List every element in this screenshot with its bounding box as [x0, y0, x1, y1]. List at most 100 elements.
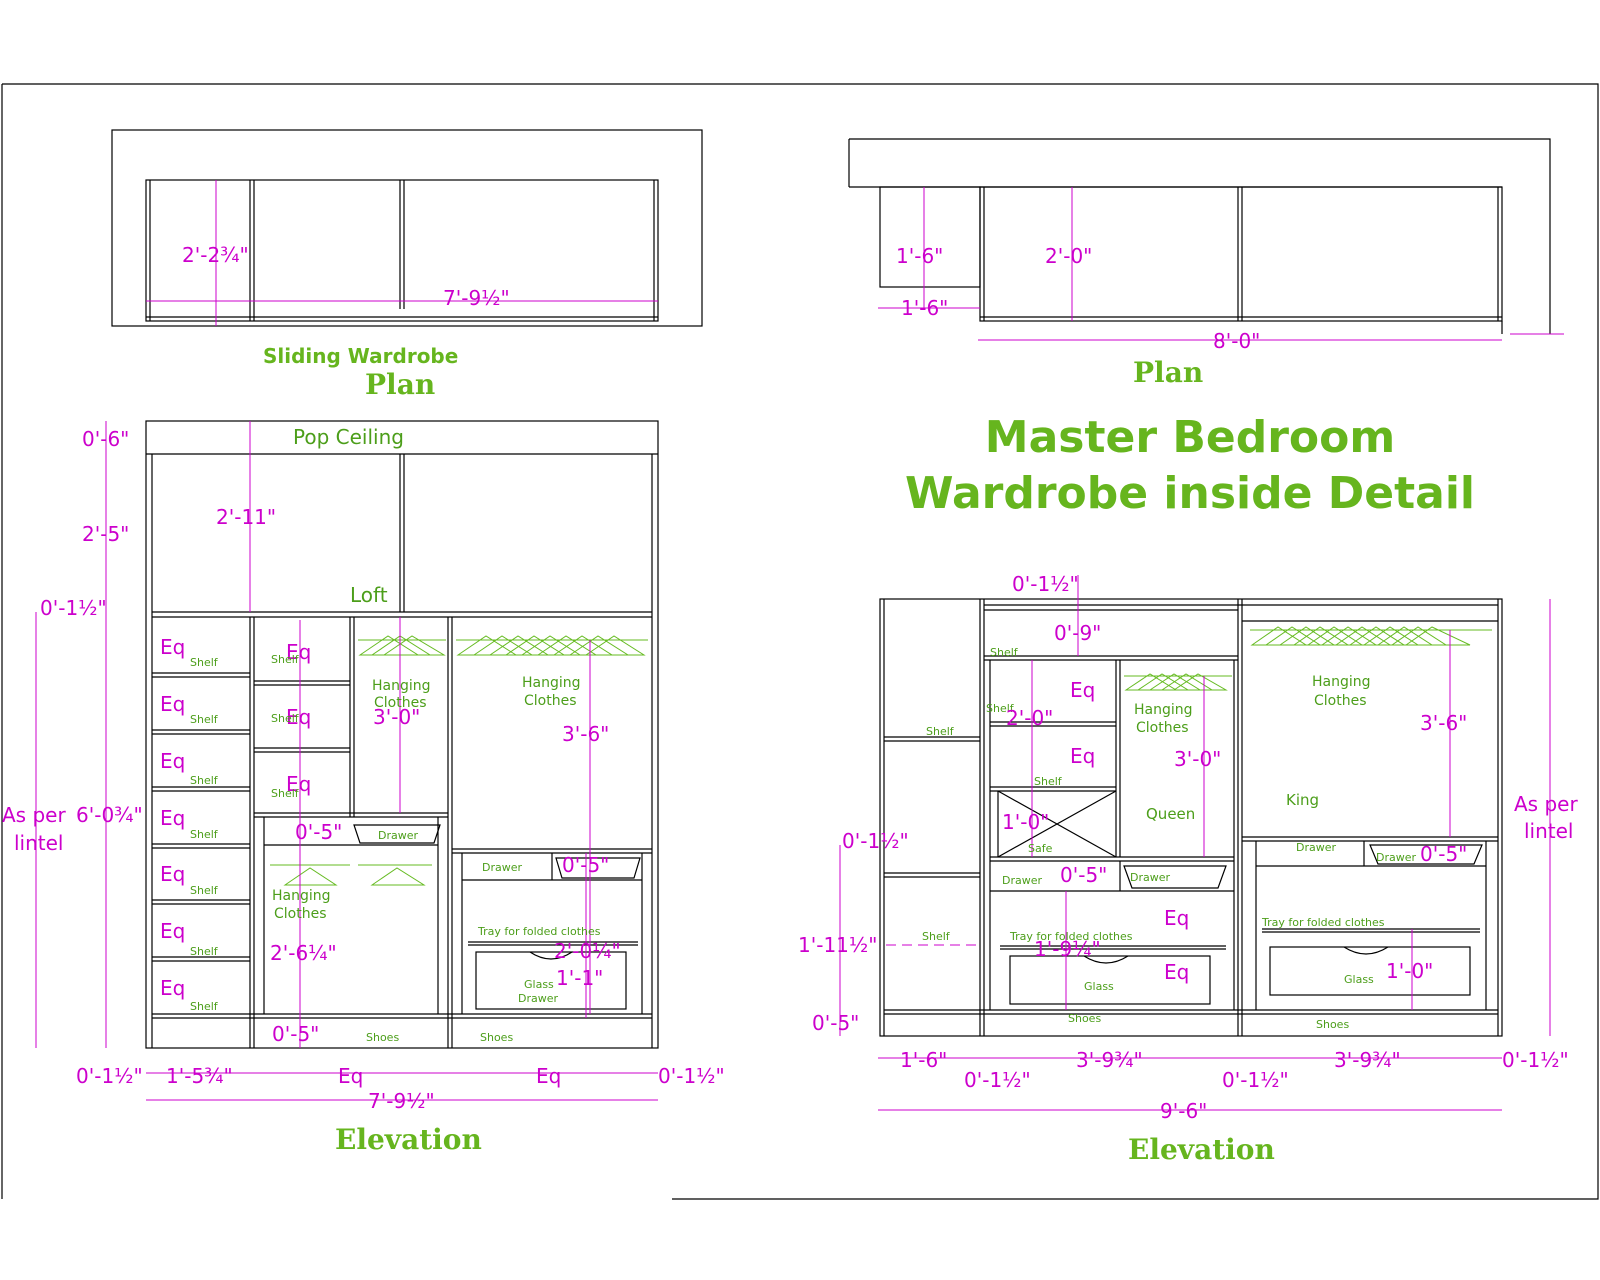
right-king-label: King — [1286, 791, 1319, 809]
left-as-per: As per — [2, 803, 66, 827]
left-mid-shelf-2: Shelf — [271, 712, 300, 725]
left-loft-label: Loft — [350, 583, 388, 607]
right-plan-dim-1-6b: 1'-6" — [901, 296, 948, 320]
right-hanging-label-2b: Clothes — [1314, 693, 1367, 709]
right-hanging-label-1a: Hanging — [1134, 702, 1193, 718]
right-shelf-label-a: Shelf — [990, 646, 1019, 659]
left-shelf-label-4: Shelf — [190, 828, 219, 841]
right-tray-label-2: Tray for folded clothes — [1261, 916, 1385, 929]
left-dim-0-1-half: 0'-1½" — [40, 596, 107, 620]
right-plan-dim-1-6a: 1'-6" — [896, 244, 943, 268]
left-dim-2-5: 2'-5" — [82, 522, 129, 546]
left-plan-width-dim: 7'-9½" — [443, 286, 510, 310]
left-hanging-label-1b: Clothes — [374, 695, 427, 711]
left-hanging-label-3a: Hanging — [272, 888, 331, 904]
left-hanging-label-1a: Hanging — [372, 678, 431, 694]
main-title-line2: Wardrobe inside Detail — [905, 468, 1475, 519]
right-elevation — [839, 575, 1551, 1111]
right-dim-1-11-half: 1'-11½" — [798, 933, 877, 957]
right-dim-1-9-quarter: 1'-9¼" — [1034, 937, 1101, 961]
right-bottom-dim-0-1-half-b: 0'-1½" — [1222, 1068, 1289, 1092]
left-glass-label: Glass — [524, 978, 554, 991]
right-shelf-label-c: Shelf — [1034, 775, 1063, 788]
left-mid-shelf-3: Shelf — [271, 787, 300, 800]
right-dim-0-1-half-top: 0'-1½" — [1012, 572, 1079, 596]
left-dim-2-11: 2'-11" — [216, 505, 276, 529]
right-eq-3: Eq — [1164, 906, 1189, 930]
right-drawer-label-4: Drawer — [1376, 851, 1416, 864]
left-glass-drawer-label: Drawer — [518, 992, 558, 1005]
right-queen-label: Queen — [1146, 805, 1195, 823]
left-mid-eq-2: Eq — [286, 705, 311, 729]
left-dim-2-6-quarter: 2'-6¼" — [270, 941, 337, 965]
sheet-border — [2, 83, 1599, 1200]
left-eq-2: Eq — [160, 692, 185, 716]
right-bottom-dim-1-6: 1'-6" — [900, 1048, 947, 1072]
right-shelf-label-d: Shelf — [926, 725, 955, 738]
right-dim-0-9: 0'-9" — [1054, 621, 1101, 645]
left-bottom-dim-7-9-half: 7'-9½" — [368, 1089, 435, 1113]
left-shelf-label-2: Shelf — [190, 713, 219, 726]
left-drawer-label-2: Drawer — [482, 861, 522, 874]
left-dim-0-5b: 0'-5" — [562, 853, 609, 877]
right-bottom-dim-9-6: 9'-6" — [1160, 1099, 1207, 1123]
right-dim-2-0: 2'-0" — [1006, 706, 1053, 730]
left-shelf-label-1: Shelf — [190, 656, 219, 669]
left-dim-3-0: 3'-0" — [373, 705, 420, 729]
left-shelf-label-3: Shelf — [190, 774, 219, 787]
right-glass-label-2: Glass — [1344, 973, 1374, 986]
left-shelf-label-7: Shelf — [190, 1000, 219, 1013]
left-bottom-dim-0-1-half-b: 0'-1½" — [658, 1064, 725, 1088]
left-drawer-label-1: Drawer — [378, 829, 418, 842]
left-tray-label: Tray for folded clothes — [477, 925, 601, 938]
left-lintel: lintel — [14, 831, 64, 855]
left-dim-0-5a: 0'-5" — [295, 820, 342, 844]
left-bottom-eq-2: Eq — [536, 1064, 561, 1088]
left-dim-0-6: 0'-6" — [82, 427, 129, 451]
right-shelf-label-e: Shelf — [922, 930, 951, 943]
left-eq-5: Eq — [160, 862, 185, 886]
right-plan-dim-8-0: 8'-0" — [1213, 329, 1260, 353]
left-elevation-title: Elevation — [335, 1123, 482, 1156]
right-as-per: As per — [1514, 792, 1578, 816]
right-bottom-dim-0-1-half-a: 0'-1½" — [964, 1068, 1031, 1092]
left-shoes-label-1: Shoes — [366, 1031, 399, 1044]
right-dim-1-0b: 1'-0" — [1386, 959, 1433, 983]
left-hanging-label-2a: Hanging — [522, 675, 581, 691]
left-eq-3: Eq — [160, 749, 185, 773]
left-bottom-dim-0-1-half-a: 0'-1½" — [76, 1064, 143, 1088]
left-mid-shelf-1: Shelf — [271, 653, 300, 666]
left-elevation — [35, 420, 659, 1101]
right-dim-0-5c: 0'-5" — [812, 1011, 859, 1035]
right-plan-title: Plan — [1133, 356, 1203, 389]
right-bottom-dim-3-9-3q-a: 3'-9¾" — [1076, 1048, 1143, 1072]
right-drawer-label-2: Drawer — [1130, 871, 1170, 884]
left-hanging-label-2b: Clothes — [524, 693, 577, 709]
left-eq-7: Eq — [160, 976, 185, 1000]
left-eq-4: Eq — [160, 806, 185, 830]
right-lintel: lintel — [1524, 819, 1574, 843]
right-eq-2: Eq — [1070, 744, 1095, 768]
left-dim-1-1: 1'-1" — [556, 966, 603, 990]
left-shelf-eq-labels: Eq Eq Eq Eq Eq Eq Eq Shelf Shelf Shelf S… — [160, 635, 311, 1013]
right-dim-0-5a: 0'-5" — [1060, 863, 1107, 887]
left-plan-depth-dim: 2'-2¾" — [182, 243, 249, 267]
right-drawer-label-1: Drawer — [1002, 874, 1042, 887]
left-eq-1: Eq — [160, 635, 185, 659]
left-mid-eq-3: Eq — [286, 772, 311, 796]
right-safe-label: Safe — [1028, 842, 1053, 855]
left-plan-subtitle: Sliding Wardrobe — [263, 344, 458, 368]
right-elevation-title: Elevation — [1128, 1133, 1275, 1166]
right-dim-3-0: 3'-0" — [1174, 747, 1221, 771]
left-hanging-label-3b: Clothes — [274, 906, 327, 922]
left-dim-6-0-3q: 6'-0¾" — [76, 803, 143, 827]
right-tray-label-1: Tray for folded clothes — [1009, 930, 1133, 943]
right-eq-4: Eq — [1164, 960, 1189, 984]
left-shoes-label-2: Shoes — [480, 1031, 513, 1044]
left-plan-title: Plan — [365, 368, 435, 401]
right-dim-0-5b: 0'-5" — [1420, 842, 1467, 866]
left-pop-ceiling-label: Pop Ceiling — [293, 425, 404, 449]
main-title-line1: Master Bedroom — [985, 412, 1395, 463]
right-eq-1: Eq — [1070, 678, 1095, 702]
